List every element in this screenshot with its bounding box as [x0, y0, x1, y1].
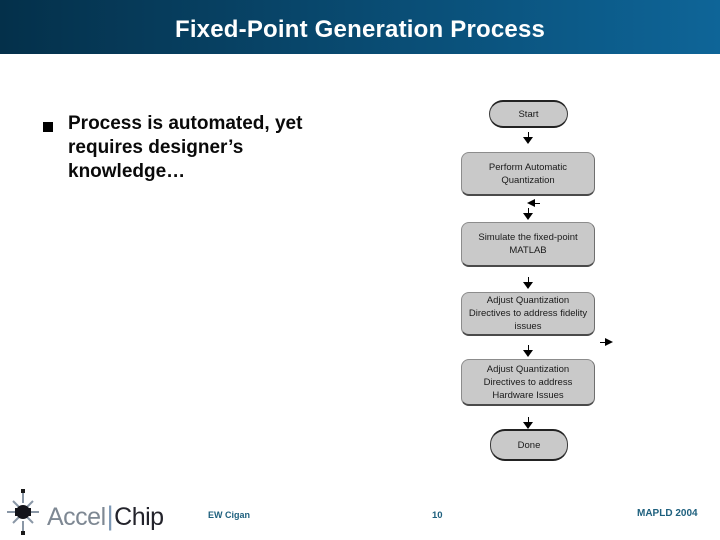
flow-node-simulate-fixed-point-matlab: Simulate the fixed-point MATLAB [461, 222, 595, 267]
arrow-down-icon [523, 132, 533, 144]
arrow-down-icon [523, 345, 533, 357]
bullet-marker-icon [43, 122, 53, 132]
logo-separator: | [106, 500, 114, 531]
flow-node-adjust-hardware: Adjust Quantization Directives to addres… [461, 359, 595, 406]
bullet-item: Process is automated, yet requires desig… [43, 112, 343, 184]
header-bar: Fixed-Point Generation Process [0, 0, 720, 54]
conference-label: MAPLD 2004 [637, 508, 698, 519]
flow-node-done: Done [490, 429, 568, 461]
author-credit: EW Cigan [208, 510, 250, 520]
arrow-left-icon [527, 199, 540, 207]
arrow-down-icon [523, 277, 533, 289]
flow-node-start: Start [489, 100, 568, 128]
flow-node-perform-automatic-quantization: Perform Automatic Quantization [461, 152, 595, 196]
arrow-down-icon [523, 417, 533, 429]
chip-starburst-icon [7, 489, 39, 535]
bullet-text: Process is automated, yet requires desig… [68, 113, 303, 182]
accelchip-logo: Accel|Chip [5, 488, 164, 536]
arrow-right-icon [600, 338, 613, 346]
logo-text: Accel|Chip [47, 501, 164, 532]
slide-title: Fixed-Point Generation Process [174, 16, 546, 43]
page-number: 10 [432, 510, 443, 521]
arrow-down-icon [523, 208, 533, 220]
flow-node-adjust-fidelity: Adjust Quantization Directives to addres… [461, 292, 595, 336]
logo-accel-label: Accel [47, 502, 106, 531]
logo-chip-label: Chip [114, 502, 164, 531]
